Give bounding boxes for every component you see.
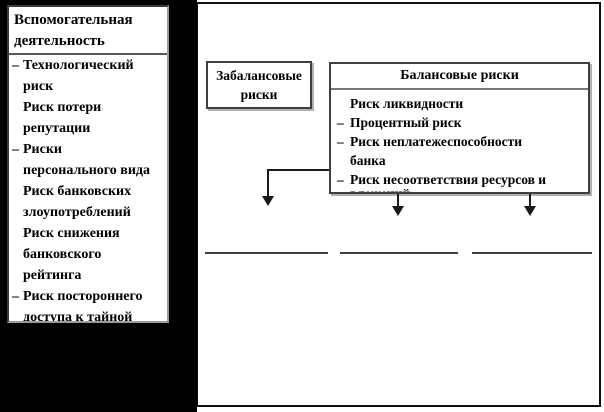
list-item: Риск потери [12,97,167,118]
list-item: –Риски [12,139,167,160]
list-item-text: Процентный риск [350,115,462,130]
list-item-text: репутации [23,121,91,136]
down-arrow-3-line [529,194,531,207]
list-item: риск [12,76,167,97]
balance-header-divider [331,88,588,90]
elbow-arrow-vertical [267,169,269,197]
arrow-down-icon [262,196,274,206]
aux-title-line-1: Вспомогательная [14,12,133,28]
blank-label-line-2 [340,252,458,254]
dash-marker: – [12,289,19,304]
dash-marker: – [12,142,19,157]
list-item-text: Риски [23,142,62,157]
balance-risk-list: Риск ликвидности –Процентный риск –Риск … [331,94,588,192]
list-item: банка [337,151,588,170]
list-item-text: риск [23,79,54,94]
blank-label-line-3 [472,252,592,254]
list-item: персонального вида [12,160,167,181]
list-item-text: банка [350,153,386,168]
list-item-text: банковского [23,247,102,262]
dash-marker: – [12,58,19,73]
balance-box-title: Балансовые риски [400,68,519,83]
elbow-arrow-horizontal [268,169,329,171]
aux-title-line-2: деятельность [14,33,105,49]
aux-box-title: Вспомогательная деятельность [9,7,167,52]
dash-marker: – [337,115,344,130]
list-item: Риск банковских [12,181,167,202]
aux-header-divider [9,53,167,55]
arrow-down-icon [524,206,536,216]
dash-marker: – [337,134,344,149]
down-arrow-2-line [397,194,399,207]
list-item: –Технологический [12,55,167,76]
list-item-text: рейтинга [23,268,82,283]
list-item-text: злоупотреблений [23,205,131,220]
offbalance-label-line-2: риски [240,87,278,102]
list-item: –Риск постороннего [12,286,167,307]
clipped-list-item: вложений [337,189,588,192]
list-item: –Риск неплатежеспособности [337,132,588,151]
aux-risk-list: –Технологический риск Риск потери репута… [9,55,167,323]
list-item-text: доступа к тайной [23,310,133,323]
list-item-text: Риск банковских [23,184,132,199]
blank-label-line-1 [205,252,328,254]
list-item-text: персонального вида [23,163,151,178]
list-item-text: Риск постороннего [23,289,143,304]
list-item-text: Технологический [23,58,134,73]
list-item: Риск ликвидности [337,94,588,113]
list-item-text: Риск снижения [23,226,120,241]
list-item: –Процентный риск [337,113,588,132]
dash-marker: – [337,172,344,187]
list-item-text: Риск ликвидности [350,96,464,111]
offbalance-label-line-1: Забалансовые [216,68,302,83]
aux-activity-box: Вспомогательная деятельность –Технологич… [7,5,169,323]
arrow-down-icon [392,206,404,216]
list-item: банковского [12,244,167,265]
list-item-text: Риск неплатежеспособности [350,134,523,149]
offbalance-risks-box: Забалансовые риски [206,61,312,109]
list-item-text: Риск несоответствия ресурсов и [350,172,547,187]
list-item: злоупотреблений [12,202,167,223]
list-item: доступа к тайной [12,307,167,323]
list-item-text: Риск потери [23,100,102,115]
clipped-text: вложений [350,189,588,192]
list-item: Риск снижения [12,223,167,244]
list-item: –Риск несоответствия ресурсов и [337,170,588,189]
balance-risks-box: Балансовые риски Риск ликвидности –Проце… [329,62,590,194]
list-item: рейтинга [12,265,167,286]
list-item: репутации [12,118,167,139]
